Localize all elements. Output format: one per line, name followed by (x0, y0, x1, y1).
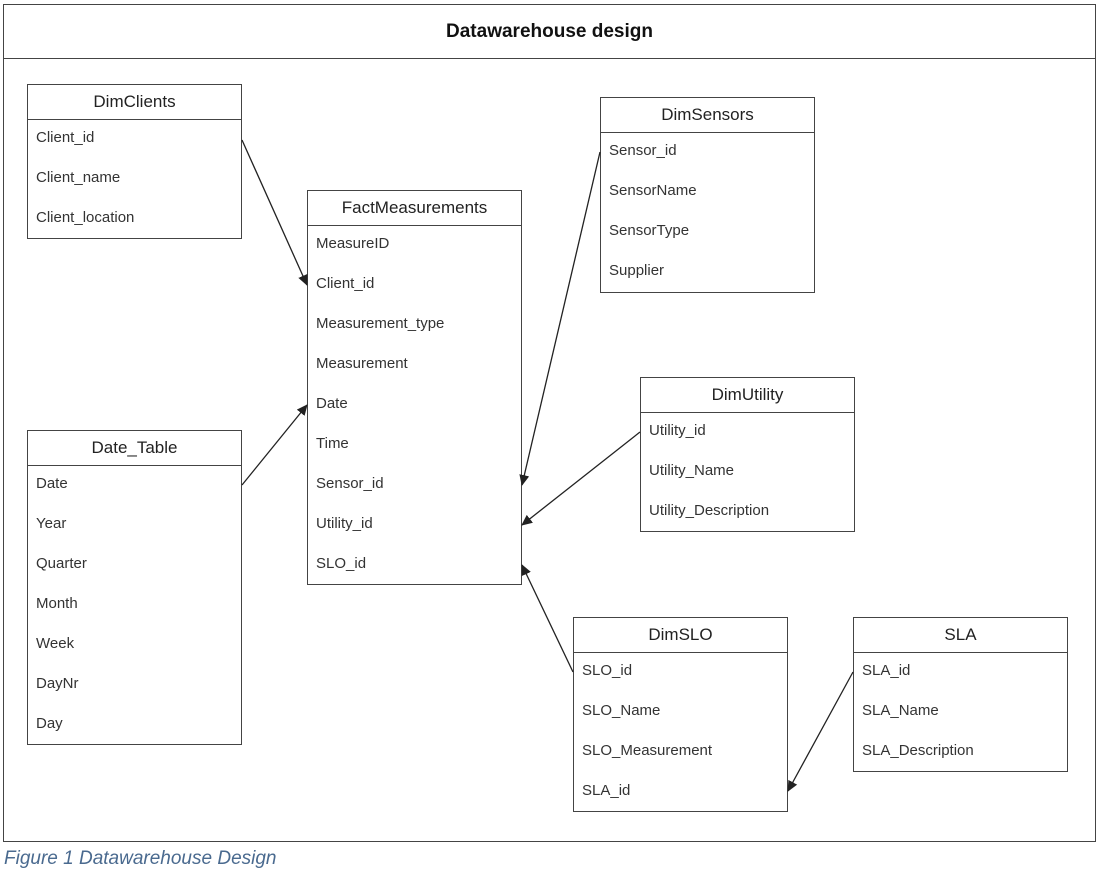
entity-name: Date_Table (28, 431, 241, 466)
entity-dimsensors: DimSensors Sensor_id SensorName SensorTy… (600, 97, 815, 293)
field-client-name: Client_name (36, 169, 121, 186)
field-measurement: Measurement (316, 355, 408, 372)
field-utility-description: Utility_Description (649, 502, 770, 519)
entity-dimutility: DimUtility Utility_id Utility_Name Utili… (640, 377, 855, 532)
field-time: Time (316, 435, 349, 452)
field-quarter: Quarter (36, 555, 87, 572)
entity-name: FactMeasurements (308, 191, 521, 226)
field-measureid: MeasureID (316, 235, 390, 252)
field-supplier: Supplier (609, 262, 665, 279)
field-utility-id: Utility_id (649, 422, 706, 439)
entity-name: DimSLO (574, 618, 787, 653)
field-date: Date (316, 395, 348, 412)
entity-dimclients: DimClients Client_id Client_name Client_… (27, 84, 242, 239)
entity-name: DimClients (28, 85, 241, 120)
entity-factmeasurements: FactMeasurements MeasureID Client_id Mea… (307, 190, 522, 585)
entity-name: DimSensors (601, 98, 814, 133)
field-week: Week (36, 635, 75, 652)
entity-dimslo: DimSLO SLO_id SLO_Name SLO_Measurement S… (573, 617, 788, 812)
field-month: Month (36, 595, 78, 612)
field-year: Year (36, 515, 67, 532)
field-daynr: DayNr (36, 675, 79, 692)
field-day: Day (36, 715, 63, 732)
diagram-title: Datawarehouse design (4, 5, 1095, 59)
field-utility-id: Utility_id (316, 515, 373, 532)
field-sla-id: SLA_id (862, 662, 911, 679)
field-client-location: Client_location (36, 209, 135, 226)
entity-name: DimUtility (641, 378, 854, 413)
field-sla-id: SLA_id (582, 782, 631, 799)
field-sla-description: SLA_Description (862, 742, 974, 759)
field-utility-name: Utility_Name (649, 462, 735, 479)
field-date: Date (36, 475, 68, 492)
field-slo-id: SLO_id (316, 555, 367, 572)
field-measurement-type: Measurement_type (316, 315, 445, 332)
field-sensor-id: Sensor_id (609, 142, 677, 159)
field-sensorname: SensorName (609, 182, 697, 199)
field-slo-name: SLO_Name (582, 702, 661, 719)
entity-date-table: Date_Table Date Year Quarter Month Week … (27, 430, 242, 745)
field-slo-measurement: SLO_Measurement (582, 742, 713, 759)
diagram-frame: Datawarehouse design (3, 4, 1096, 842)
figure-caption: Figure 1 Datawarehouse Design (4, 848, 277, 869)
entity-name: SLA (854, 618, 1067, 653)
entity-sla: SLA SLA_id SLA_Name SLA_Description (853, 617, 1068, 772)
field-sensor-id: Sensor_id (316, 475, 384, 492)
field-sensortype: SensorType (609, 222, 690, 239)
field-client-id: Client_id (36, 129, 95, 146)
field-slo-id: SLO_id (582, 662, 633, 679)
field-client-id: Client_id (316, 275, 375, 292)
field-sla-name: SLA_Name (862, 702, 939, 719)
